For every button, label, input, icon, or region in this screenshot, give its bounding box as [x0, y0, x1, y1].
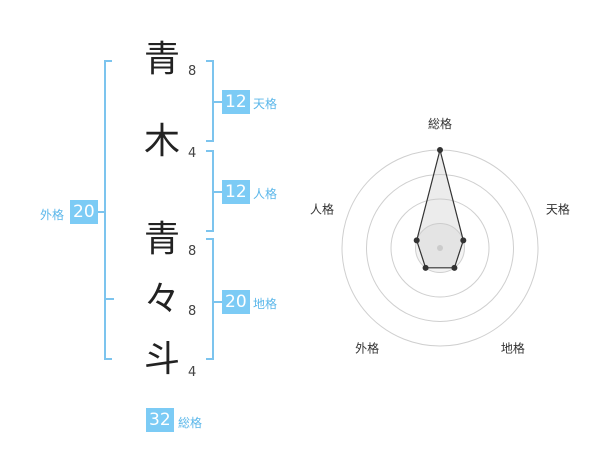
tenkaku-label: 天格	[253, 97, 278, 111]
jinkaku-bracket	[206, 150, 214, 232]
tenkaku-bracket	[206, 60, 214, 142]
soukaku-value: 32	[146, 408, 174, 432]
radar-center	[437, 245, 443, 251]
radar-axis-label-3: 外格	[355, 340, 379, 355]
jinkaku-connector	[214, 191, 222, 193]
name-char-1: 青	[143, 39, 180, 80]
gaikaku-inner-tick	[106, 298, 114, 300]
gaikaku-bracket	[104, 60, 112, 360]
radar-axis-label-4: 人格	[310, 202, 334, 217]
stroke-count-4: 8	[188, 304, 197, 319]
stroke-count-3: 8	[188, 244, 197, 259]
chikaku-connector	[214, 301, 222, 303]
radar-ring-3	[366, 174, 514, 322]
radar-ring-2	[390, 198, 490, 298]
soukaku-label: 総格	[178, 416, 203, 430]
gaikaku-connector	[98, 211, 106, 213]
radar-point-3	[422, 264, 429, 271]
radar-point-4	[413, 237, 420, 244]
stroke-count-5: 4	[188, 365, 197, 380]
radar-axis-label-2: 地格	[501, 340, 525, 355]
name-char-4: 々	[143, 279, 180, 320]
chikaku-label: 地格	[253, 297, 278, 311]
jinkaku-value: 12	[222, 180, 250, 204]
radar-axis-label-1: 天格	[546, 202, 570, 217]
chikaku-value: 20	[222, 290, 250, 314]
gaikaku-label: 外格	[40, 208, 65, 222]
name-char-2: 木	[143, 121, 180, 162]
radar-axis-label-0: 総格	[428, 116, 452, 131]
tenkaku-connector	[214, 101, 222, 103]
jinkaku-label: 人格	[253, 187, 278, 201]
tenkaku-value: 12	[222, 90, 250, 114]
stroke-count-1: 8	[188, 64, 197, 79]
radar-series-area	[416, 149, 464, 269]
radar-point-1	[460, 237, 467, 244]
chikaku-bracket	[206, 238, 214, 360]
radar-point-2	[451, 264, 458, 271]
stroke-count-2: 4	[188, 146, 197, 161]
name-char-5: 斗	[143, 339, 180, 380]
radar-point-0	[437, 147, 443, 153]
name-char-3: 青	[143, 219, 180, 260]
gaikaku-value: 20	[70, 200, 98, 224]
